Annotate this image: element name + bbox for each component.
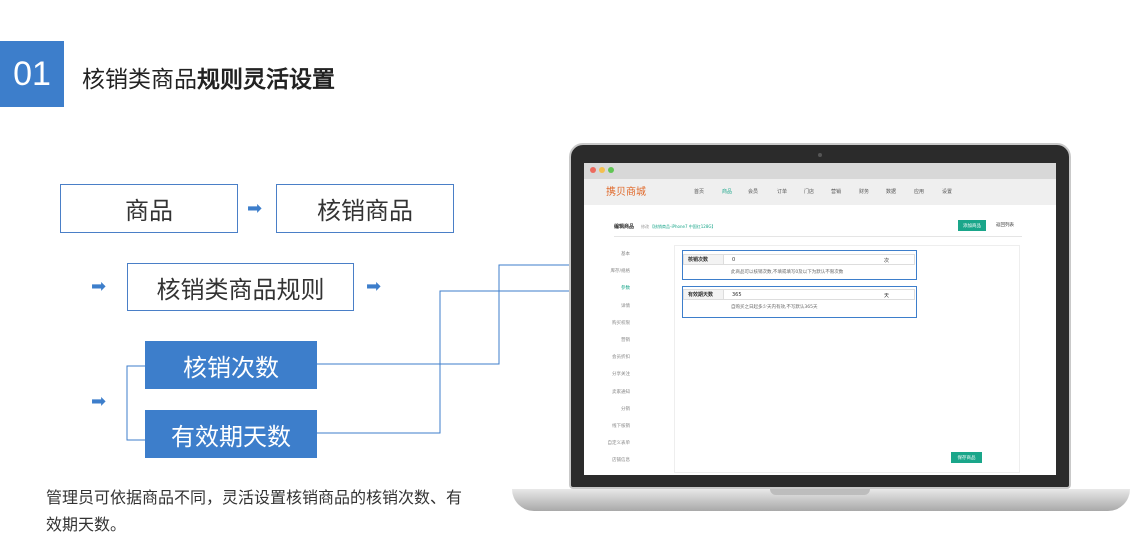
breadcrumb-prefix: 修改 [641,224,649,229]
verify-goods-box: 核销商品 [276,184,454,233]
sidebar-item[interactable]: 线下核销 [612,424,630,429]
sidebar-item[interactable]: 卖家通知 [612,389,630,395]
validity-field[interactable] [683,289,915,300]
minimize-dot-icon[interactable] [599,167,605,173]
add-goods-button[interactable]: 添加商品 [958,220,986,231]
count-label: 核销次数 [684,255,724,264]
validity-highlight-frame [682,286,917,318]
sidebar-item[interactable]: 分销 [621,406,630,412]
camera-icon [818,153,822,157]
nav-item[interactable]: 商品 [722,189,733,195]
save-goods-button[interactable]: 保存商品 [951,452,982,463]
count-hint: 此商品可以核销次数,不填或填写0及以下为默认不限次数 [731,270,844,275]
goods-box: 商品 [60,184,238,233]
window-titlebar [584,163,1056,179]
nav-item[interactable]: 数据 [886,189,897,195]
laptop-screen: 携贝商城 首页商品会员订单门店营销财务数据应用设置 编辑商品 修改 【核销商品-… [584,163,1056,475]
rule-box: 核销类商品规则 [127,263,354,311]
count-unit: 次 [884,258,890,264]
app-logo[interactable]: 携贝商城 [606,187,646,198]
back-to-list-link[interactable]: 返回列表 [996,223,1014,228]
arrow-right-icon: ➡ [91,391,107,412]
sidebar-item[interactable]: 分享关注 [612,372,630,378]
section-number-badge: 01 [0,41,64,107]
laptop-notch [770,489,870,495]
nav-item[interactable]: 应用 [914,189,925,195]
validity-label: 有效期天数 [684,290,724,299]
validity-box: 有效期天数 [145,410,317,458]
sidebar-item[interactable]: 详情 [621,303,630,309]
description-text: 管理员可依据商品不同，灵活设置核销商品的核销次数、有效期天数。 [46,488,463,534]
sidebar-item[interactable]: 购买权限 [612,320,630,326]
arrow-right-icon: ➡ [366,276,382,297]
breadcrumb-link[interactable]: 【核销商品-iPhone7 中国红128G】 [650,224,716,229]
close-dot-icon[interactable] [590,167,596,173]
validity-unit: 天 [884,293,890,299]
sidebar-item[interactable]: 基本 [621,252,630,257]
nav-item[interactable]: 营销 [831,189,842,195]
sidebar-item[interactable]: 店铺信息 [612,458,630,464]
count-input[interactable]: 0 [732,257,736,263]
arrow-right-icon: ➡ [91,276,107,297]
nav-item[interactable]: 首页 [694,189,705,195]
sidebar-item[interactable]: 自定义表单 [607,441,631,447]
title-bold: 规则灵活设置 [197,67,335,93]
count-highlight-frame [682,250,917,280]
maximize-dot-icon[interactable] [608,167,614,173]
nav-item[interactable]: 会员 [748,189,759,195]
nav-item[interactable]: 门店 [804,189,815,195]
nav-item[interactable]: 设置 [942,189,953,195]
nav-item[interactable]: 订单 [777,189,788,195]
section-title: 核销类商品规则灵活设置 [82,60,335,94]
header-divider [614,236,1022,237]
title-normal: 核销类商品 [82,67,197,93]
nav-item[interactable]: 财务 [859,189,870,195]
top-nav [584,179,1056,205]
sidebar-item[interactable]: 参数 [621,286,630,292]
count-field[interactable] [683,254,915,265]
sidebar-item[interactable]: 营销 [621,338,630,343]
sidebar-item[interactable]: 库存/规格 [610,269,630,275]
count-box: 核销次数 [145,341,317,389]
form-panel [674,245,1020,473]
laptop-base [512,489,1130,511]
page-title: 编辑商品 [614,224,635,230]
validity-hint: 自购买之日起多少天内有效,不写默认365天 [731,305,818,310]
sidebar-item[interactable]: 会员折扣 [612,355,630,361]
arrow-right-icon: ➡ [247,198,263,219]
validity-input[interactable]: 365 [732,292,742,298]
